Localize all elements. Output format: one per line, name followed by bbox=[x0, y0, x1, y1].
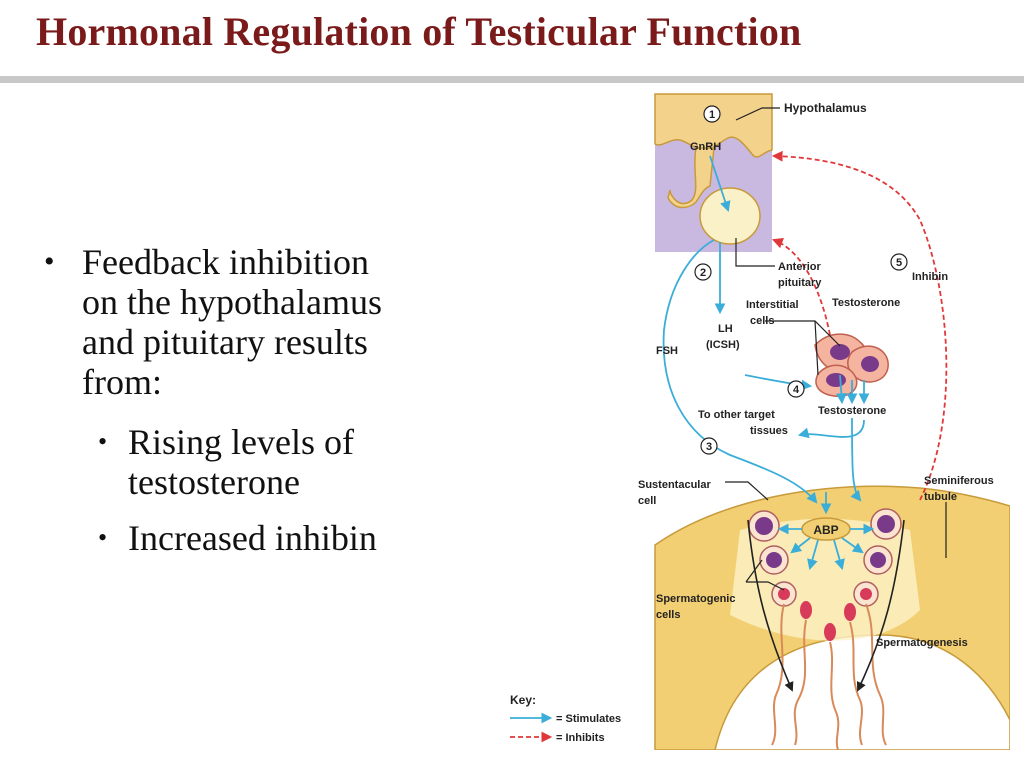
inhibit-arrows bbox=[771, 150, 948, 501]
step-2: 2 bbox=[700, 267, 706, 279]
label-anterior-pituitary: Anterior bbox=[778, 261, 822, 273]
label-interstitial: cells bbox=[750, 315, 774, 327]
sperm-tails bbox=[771, 603, 887, 750]
label-testosterone-upper: Testosterone bbox=[832, 297, 900, 309]
label-spermatogenic: Spermatogenic bbox=[656, 593, 735, 605]
stimulate-arrows bbox=[662, 155, 875, 571]
sub-bullet-inhibin: Increased inhibin bbox=[42, 518, 492, 558]
label-lh: LH bbox=[718, 323, 733, 335]
label-fsh: FSH bbox=[656, 345, 678, 357]
label-hypothalamus: Hypothalamus bbox=[784, 101, 867, 115]
sub-bullet-testosterone: Rising levels of testosterone bbox=[42, 422, 492, 502]
hypothalamus-tissue bbox=[654, 93, 773, 158]
bullet-feedback-inhibition: Feedback inhibition on the hypothalamus … bbox=[42, 242, 492, 402]
cell-nucleus bbox=[830, 344, 850, 360]
label-seminiferous: tubule bbox=[924, 491, 957, 503]
step-4: 4 bbox=[793, 384, 800, 396]
figure-key: Key: = Stimulates = Inhibits bbox=[510, 693, 621, 744]
slide-title: Hormonal Regulation of Testicular Functi… bbox=[36, 9, 802, 54]
step-1: 1 bbox=[709, 109, 715, 121]
bullet-line: Feedback inhibition bbox=[82, 242, 369, 282]
cell-nucleus bbox=[861, 356, 879, 372]
pituitary-stalk bbox=[667, 147, 715, 209]
label-other-targets: tissues bbox=[750, 425, 788, 437]
label-spermatogenesis: Spermatogenesis bbox=[876, 637, 968, 649]
hormonal-regulation-figure: ABP bbox=[510, 93, 1010, 750]
step-3: 3 bbox=[706, 441, 712, 453]
label-abp: ABP bbox=[813, 523, 838, 537]
label-spermatogenic: cells bbox=[656, 609, 680, 621]
label-sustentacular: cell bbox=[638, 495, 656, 507]
key-stimulates: = Stimulates bbox=[556, 713, 621, 725]
bullet-line: and pituitary results bbox=[82, 322, 368, 362]
sub-bullet-line: testosterone bbox=[128, 462, 300, 502]
spermatogenesis-arrows bbox=[747, 519, 905, 692]
bullet-line: on the hypothalamus bbox=[82, 282, 382, 322]
label-testosterone-lower: Testosterone bbox=[818, 405, 886, 417]
label-other-targets: To other target bbox=[698, 409, 775, 421]
label-sustentacular: Sustentacular bbox=[638, 479, 711, 491]
bullet-list: Feedback inhibition on the hypothalamus … bbox=[42, 242, 492, 558]
label-lh: (ICSH) bbox=[706, 339, 740, 351]
label-interstitial: Interstitial bbox=[746, 299, 799, 311]
key-inhibits: = Inhibits bbox=[556, 732, 605, 744]
sub-bullet-line: Rising levels of bbox=[128, 422, 354, 462]
label-inhibin: Inhibin bbox=[912, 271, 948, 283]
sub-bullet-line: Increased inhibin bbox=[128, 518, 377, 558]
key-title: Key: bbox=[510, 693, 536, 707]
label-anterior-pituitary: pituitary bbox=[778, 277, 822, 289]
cell-nucleus bbox=[826, 373, 846, 387]
label-gnrh: GnRH bbox=[690, 141, 721, 153]
bullet-line: from: bbox=[82, 362, 162, 402]
label-seminiferous: Seminiferous bbox=[924, 475, 994, 487]
title-divider bbox=[0, 76, 1024, 83]
figure-labels: Hypothalamus GnRH Anterior pituitary Inh… bbox=[638, 101, 994, 649]
anterior-pituitary bbox=[699, 187, 761, 245]
step-5: 5 bbox=[896, 257, 902, 269]
leader-lines bbox=[725, 107, 947, 591]
step-markers: 1 2 3 4 5 bbox=[694, 105, 908, 455]
